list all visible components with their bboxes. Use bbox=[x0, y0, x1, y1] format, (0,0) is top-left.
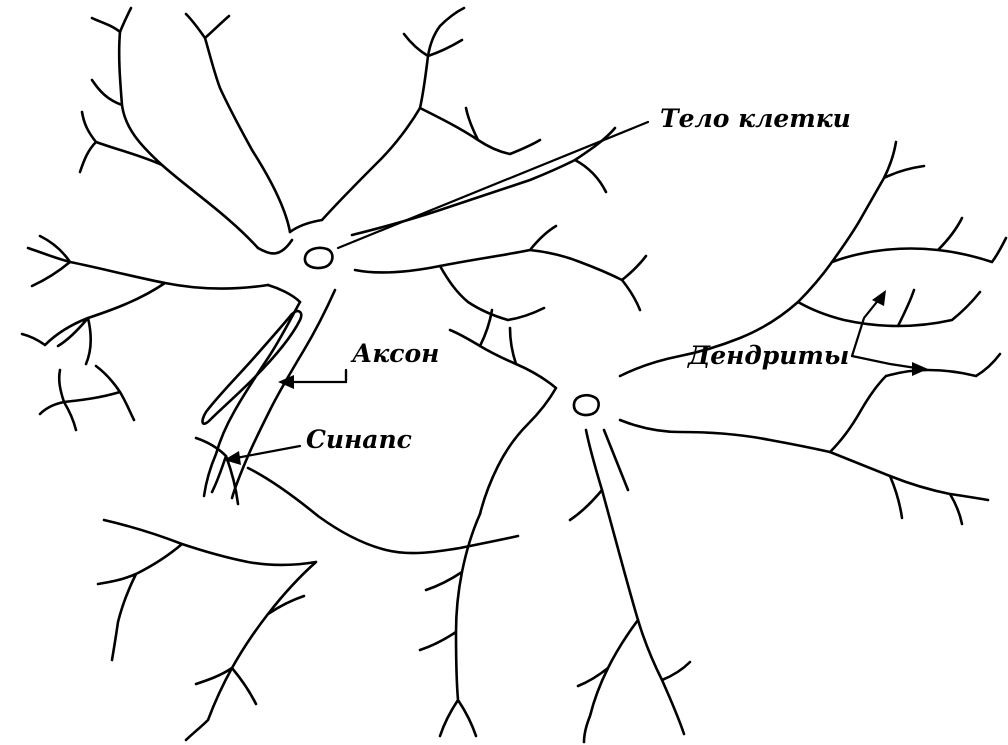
dendrites-leader-upper bbox=[852, 298, 880, 356]
dendrites-arrowhead-upper bbox=[872, 290, 886, 306]
synapse-label: Синапс bbox=[306, 425, 412, 454]
neuron-2-dendrite-right bbox=[798, 142, 1006, 524]
axon-arrowhead bbox=[278, 375, 294, 389]
neuron-1-nucleus bbox=[305, 248, 332, 268]
neuron-1-dendrite-lower-left bbox=[40, 366, 134, 430]
neuron-1-dendrite-left bbox=[22, 236, 268, 364]
lower-dendrite-tree bbox=[98, 438, 518, 740]
axon-leader-path bbox=[290, 370, 346, 382]
synapse-leader-line bbox=[236, 446, 300, 458]
dendrites-leader-lower bbox=[852, 356, 916, 368]
neuron-2-dendrite-down bbox=[420, 490, 690, 742]
neuron-2-nucleus bbox=[574, 395, 599, 415]
neuron-1-soma-outline bbox=[258, 108, 575, 302]
neuron-1-dendrite-upper-left bbox=[80, 8, 290, 248]
neuron-1-dendrite-upper-right bbox=[404, 8, 540, 154]
annotation-axon: Аксон bbox=[278, 339, 439, 389]
synapse-branch bbox=[196, 438, 238, 504]
neuron-2 bbox=[420, 142, 1006, 742]
neuron-1-dendrite-right bbox=[440, 128, 646, 320]
dendrites-label: Дендриты bbox=[687, 341, 849, 370]
axon-label: Аксон bbox=[350, 339, 439, 368]
annotation-dendrites: Дендриты bbox=[687, 290, 928, 376]
lower-dendrite-main bbox=[98, 468, 518, 740]
cell-body-label: Тело клетки bbox=[660, 104, 851, 133]
dendrites-arrowhead-lower bbox=[912, 362, 928, 376]
